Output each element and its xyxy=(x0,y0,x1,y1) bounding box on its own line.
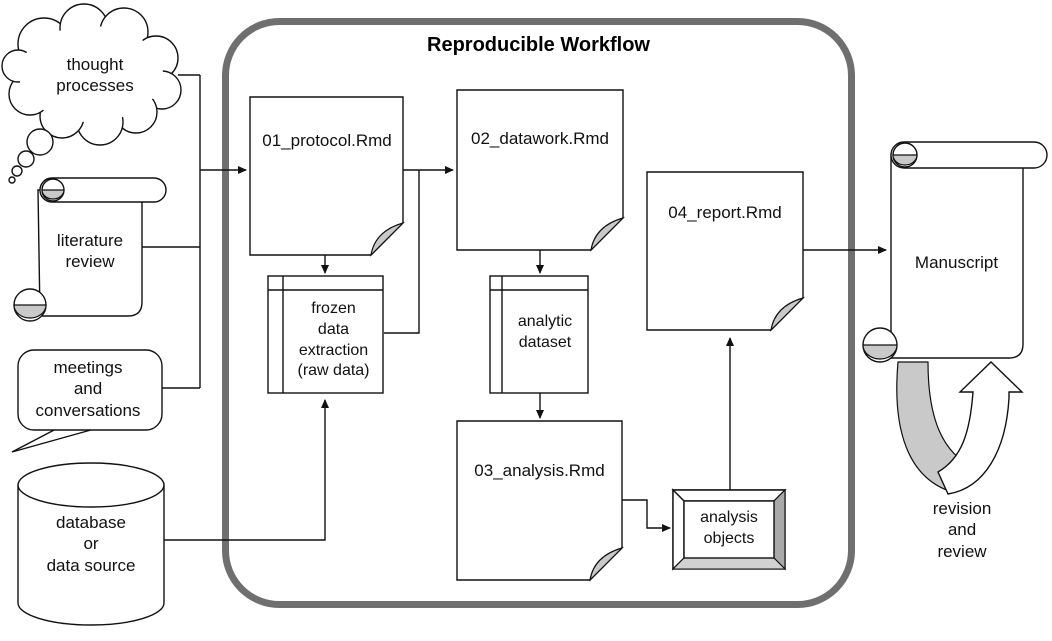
document-01-shape xyxy=(249,96,406,257)
analysis-objects-label: analysis objects xyxy=(700,509,758,547)
doc03-label: 03_analysis.Rmd xyxy=(474,461,605,480)
workflow-title: Reproducible Workflow xyxy=(427,34,650,56)
frozen-data-shape xyxy=(267,275,384,394)
workflow-boundary xyxy=(222,18,855,608)
document-04-shape xyxy=(646,171,806,332)
literature-review-label: literature review xyxy=(56,231,124,272)
meetings-bubble-shape xyxy=(11,349,163,453)
analytic-dataset-shape xyxy=(489,275,589,394)
frozen-data-label: frozen data extraction (raw data) xyxy=(297,300,370,380)
database-label: database or data source xyxy=(46,513,136,575)
meetings-label: meetings and conversations xyxy=(35,358,141,420)
database-cylinder-shape xyxy=(17,462,165,626)
literature-scroll-shape xyxy=(13,177,167,322)
analytic-dataset-label: analytic dataset xyxy=(517,313,573,351)
revision-loop-arrow xyxy=(896,361,1024,495)
thought-processes-label: thought processes xyxy=(56,55,134,96)
doc01-label: 01_protocol.Rmd xyxy=(262,131,392,150)
manuscript-label: Manuscript xyxy=(914,253,999,272)
document-03-shape xyxy=(456,420,625,582)
doc04-label: 04_report.Rmd xyxy=(668,203,782,222)
thought-cloud-shape xyxy=(1,3,182,184)
input-connectors xyxy=(142,74,329,541)
document-02-shape xyxy=(456,89,626,252)
manuscript-scroll-shape xyxy=(862,141,1048,363)
doc02-label: 02_datawork.Rmd xyxy=(471,129,609,148)
analysis-objects-shape xyxy=(671,488,787,571)
revision-review-label: revision and review xyxy=(932,499,992,561)
workflow-connectors xyxy=(321,166,887,532)
